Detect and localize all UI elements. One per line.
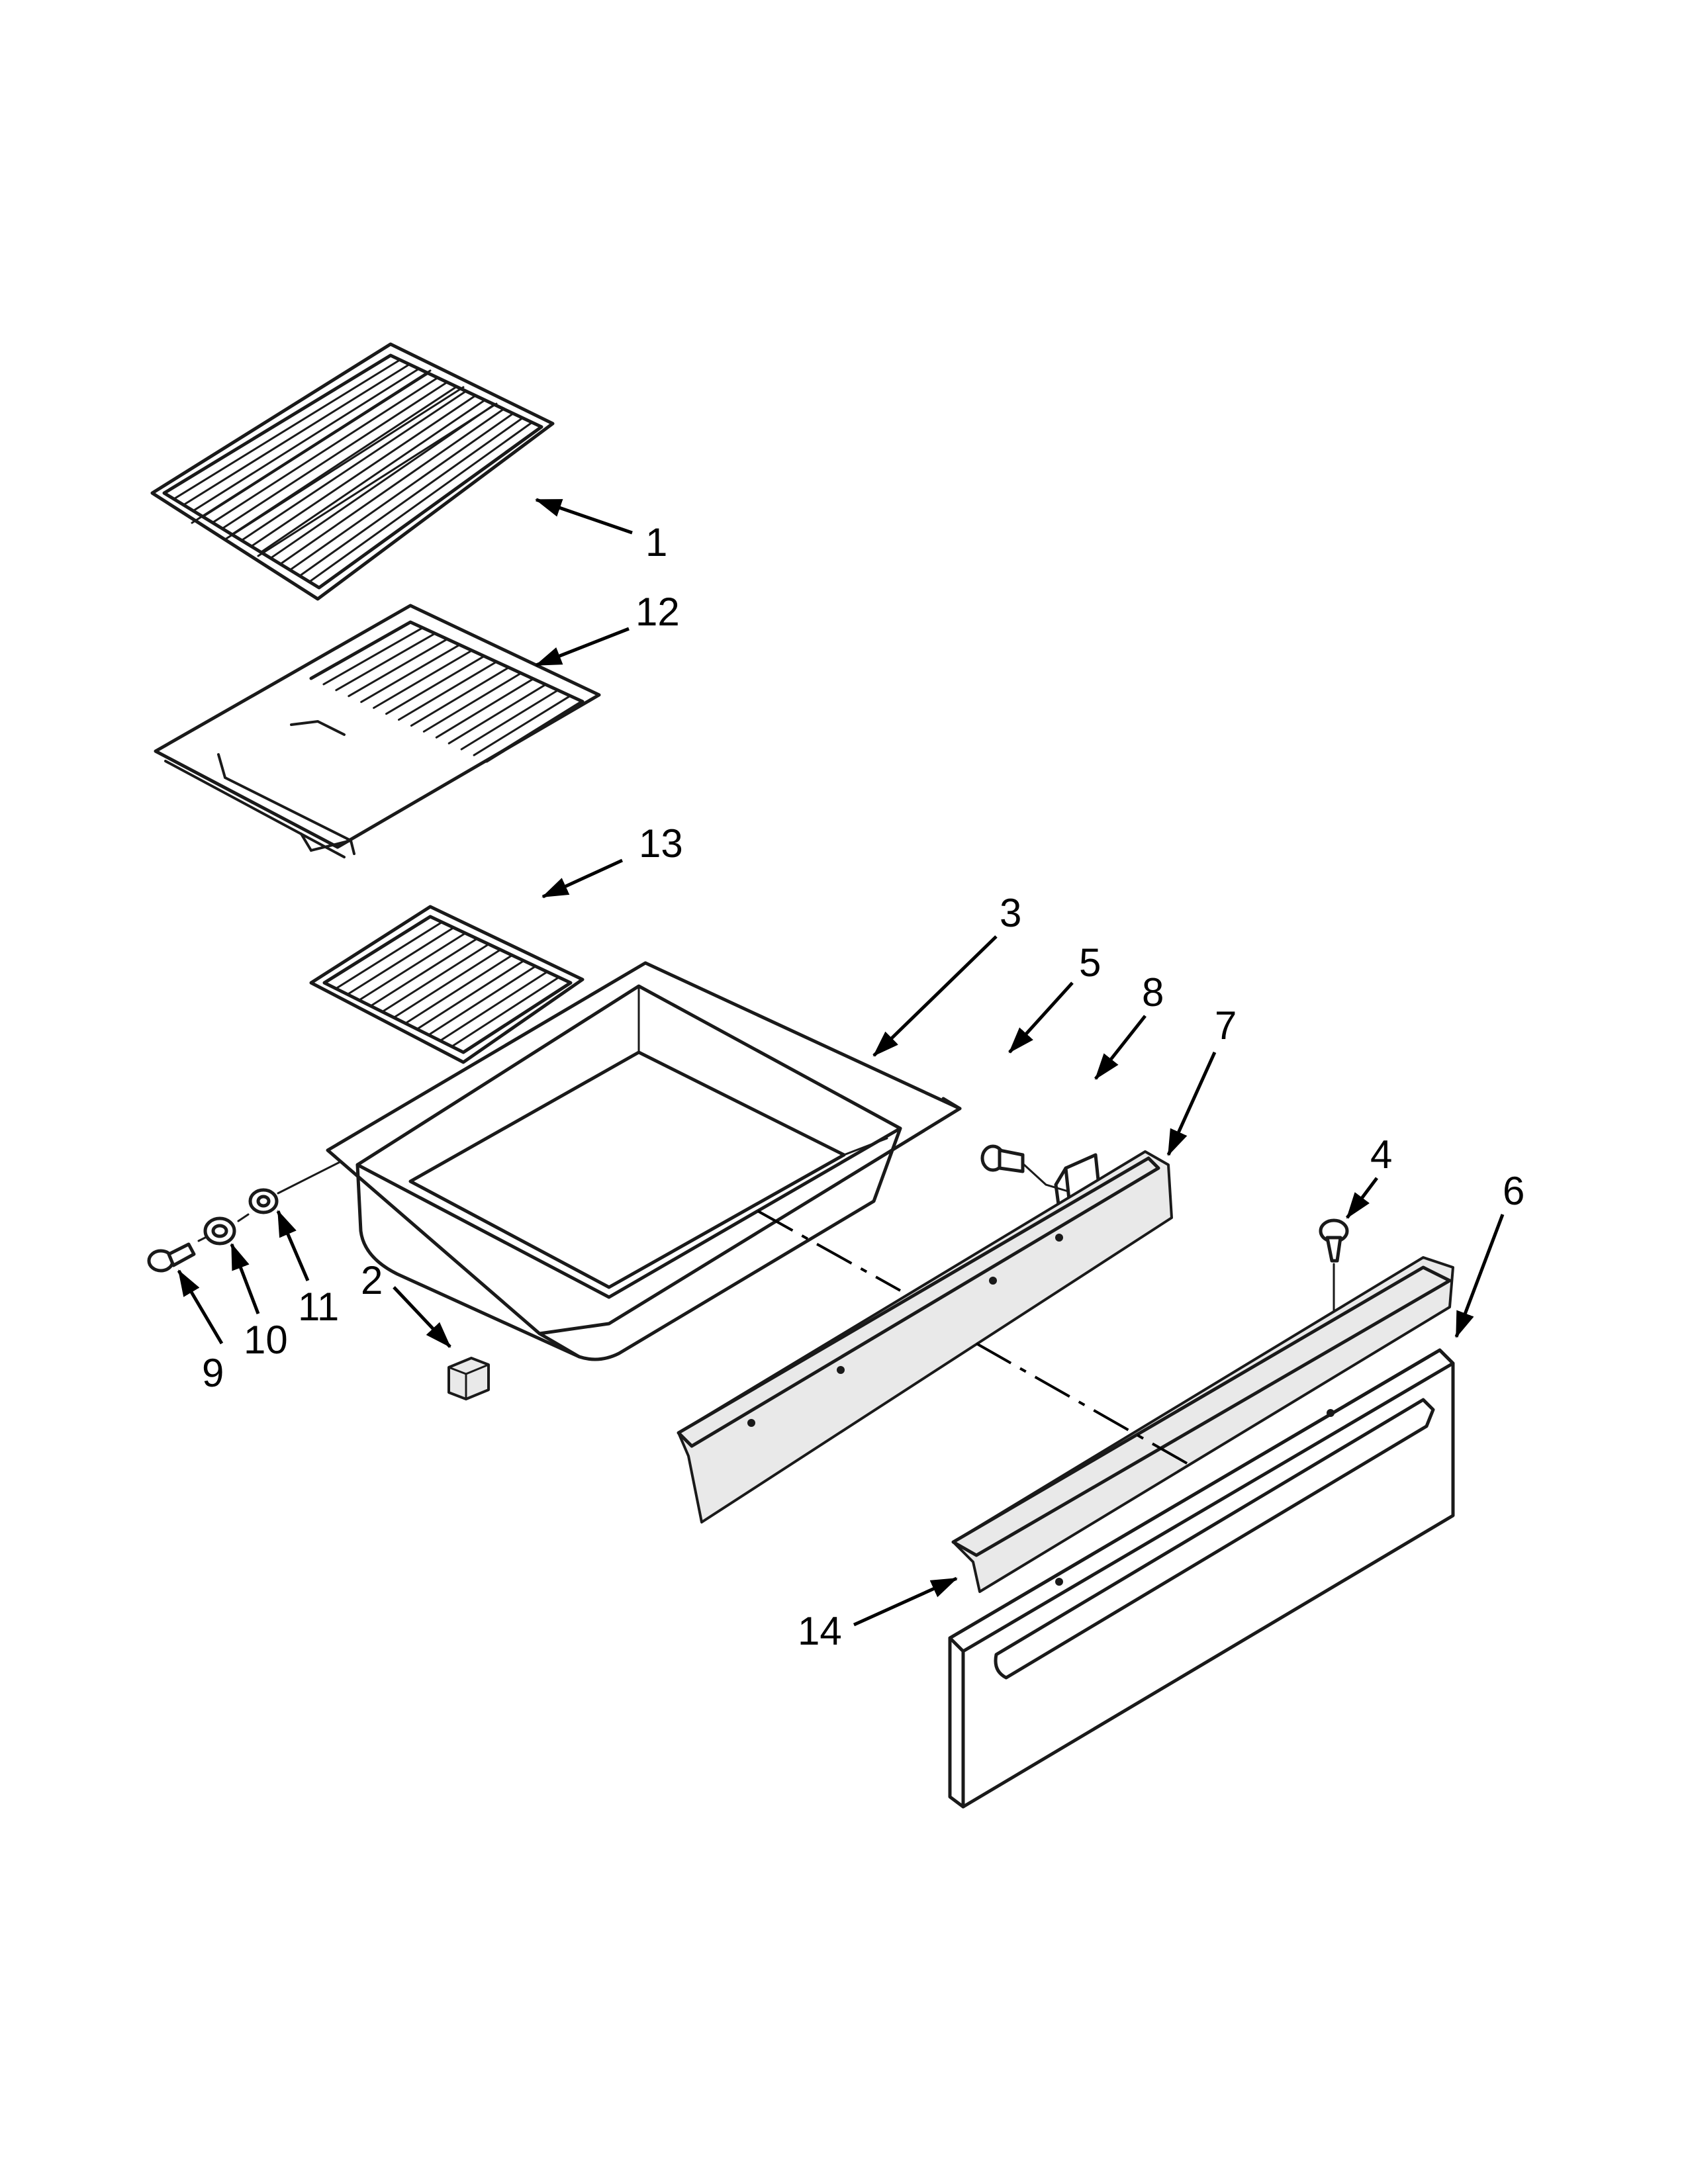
rack-1-wire [192, 367, 420, 512]
rack-12-rungs [322, 627, 571, 756]
rack-13-wire [335, 921, 444, 990]
rack-1-wire [279, 408, 505, 565]
rack-12-wire [373, 649, 473, 709]
rack-13-wire [393, 948, 502, 1019]
rack-12-wire [385, 655, 485, 715]
part-5-screw [980, 1144, 1074, 1194]
rack-12-wire [460, 689, 559, 751]
rack-12-wire [422, 672, 522, 733]
rack-1-wire [230, 385, 458, 536]
rack-12-wire [435, 678, 535, 739]
rack-13-wire [428, 965, 537, 1036]
part-14-trim-strip [951, 1256, 1454, 1593]
part-10-roller [203, 1216, 236, 1246]
rack-13-wire [358, 932, 467, 1001]
assembly-line-b [976, 1342, 1192, 1467]
rack-12-wire [398, 660, 498, 721]
part-3-drawer-pan [326, 961, 962, 1361]
callout-4: 4 [1370, 1132, 1392, 1177]
rack-1-wire [299, 417, 524, 577]
callout-5: 5 [1079, 940, 1101, 985]
callout-11: 11 [298, 1285, 339, 1329]
rack-1-wire [269, 403, 496, 559]
rack-1-wire [240, 390, 467, 541]
rack-13-wire [439, 970, 549, 1042]
rack-1-wire [173, 359, 401, 500]
callout-7: 7 [1215, 1003, 1237, 1048]
assembly-line-a [757, 1210, 901, 1292]
rack-1-wire [250, 394, 477, 547]
rack-12-wire [322, 627, 424, 686]
callout-10: 10 [244, 1318, 288, 1362]
rack-12-wire [447, 683, 547, 745]
rack-1-rungs [173, 359, 534, 583]
rack-12-wire [410, 666, 510, 727]
rack-1-wire [221, 381, 448, 530]
rack-13-wire [369, 937, 479, 1007]
callout-13: 13 [639, 821, 683, 866]
part-1-oven-rack [150, 342, 555, 601]
callout-6: 6 [1503, 1169, 1524, 1213]
part-9-screw [147, 1242, 196, 1273]
rack-1-wire [289, 412, 514, 571]
rack-1-wire [182, 363, 410, 506]
rack-12-wire [335, 632, 436, 692]
part-13-small-rack [309, 905, 585, 1064]
rack-13-rungs [335, 921, 560, 1048]
callout-12: 12 [635, 590, 680, 634]
callout-14: 14 [798, 1609, 842, 1653]
callout-2: 2 [361, 1258, 383, 1302]
rack-1-wire [308, 421, 534, 583]
callout-9: 9 [202, 1351, 224, 1395]
rack-13-wire [346, 927, 455, 995]
rack-12-wire [348, 638, 449, 698]
rack-12-wire [473, 694, 571, 756]
callout-8: 8 [1142, 970, 1164, 1015]
part-7-front-bracket [677, 1150, 1173, 1524]
rack-13-wire [381, 943, 490, 1013]
rack-13-wire [451, 976, 560, 1048]
part-12-sliding-rack [154, 604, 601, 858]
callout-1: 1 [645, 520, 667, 565]
rack-13-wire [404, 954, 514, 1024]
part-6-drawer-front [948, 1348, 1455, 1809]
leader-lines [177, 498, 1505, 1627]
rack-1-wire [259, 399, 486, 553]
rack-13-wire [416, 960, 525, 1030]
part-2-spacer-block [447, 1357, 490, 1400]
rack-12-wire [360, 643, 461, 704]
callout-3: 3 [1000, 891, 1021, 935]
rack-1-wire [211, 377, 439, 524]
part-11-bushing [248, 1188, 279, 1214]
